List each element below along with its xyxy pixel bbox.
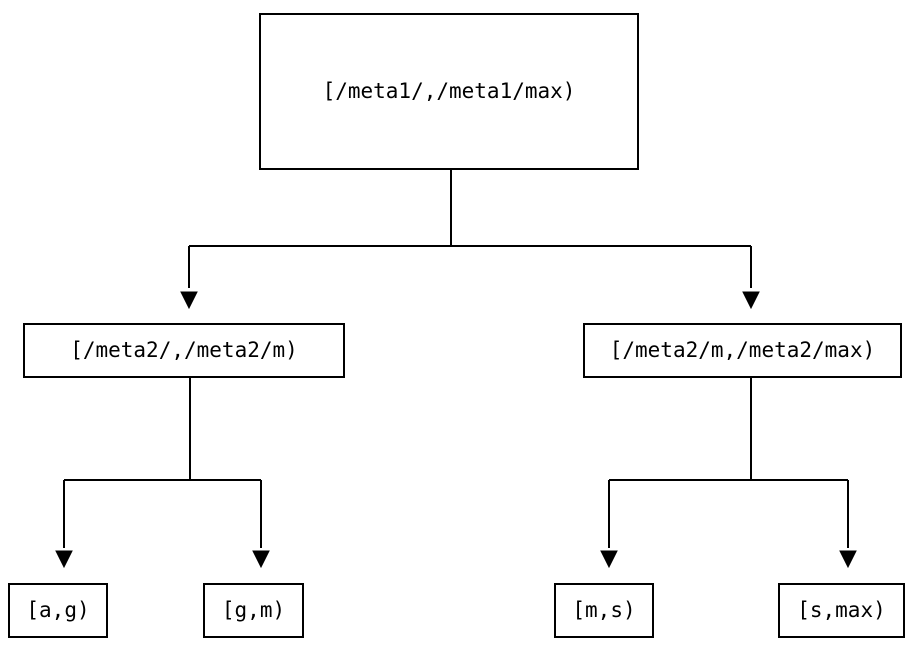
node-root-interval: [/meta1/,/meta1/max) [259,13,639,170]
arrowhead-icon [839,550,857,569]
node-leaf-smax: [s,max) [778,583,905,638]
node-leaf-ag: [a,g) [8,583,108,638]
arrowhead-icon [180,291,198,310]
arrowhead-icon [742,291,760,310]
node-label: [/meta2/,/meta2/m) [70,338,298,362]
node-left-child-interval: [/meta2/,/meta2/m) [23,323,345,378]
arrowhead-icon [600,550,618,569]
node-label: [g,m) [221,598,286,622]
node-label: [a,g) [26,598,90,622]
arrowhead-icon [55,550,73,569]
node-leaf-gm: [g,m) [203,583,304,638]
node-leaf-ms: [m,s) [554,583,654,638]
node-label: [s,max) [797,598,886,622]
node-label: [m,s) [572,598,636,622]
arrowhead-icon [252,550,270,569]
node-label: [/meta2/m,/meta2/max) [609,338,876,362]
node-label: [/meta1/,/meta1/max) [322,79,576,103]
node-right-child-interval: [/meta2/m,/meta2/max) [583,323,902,378]
